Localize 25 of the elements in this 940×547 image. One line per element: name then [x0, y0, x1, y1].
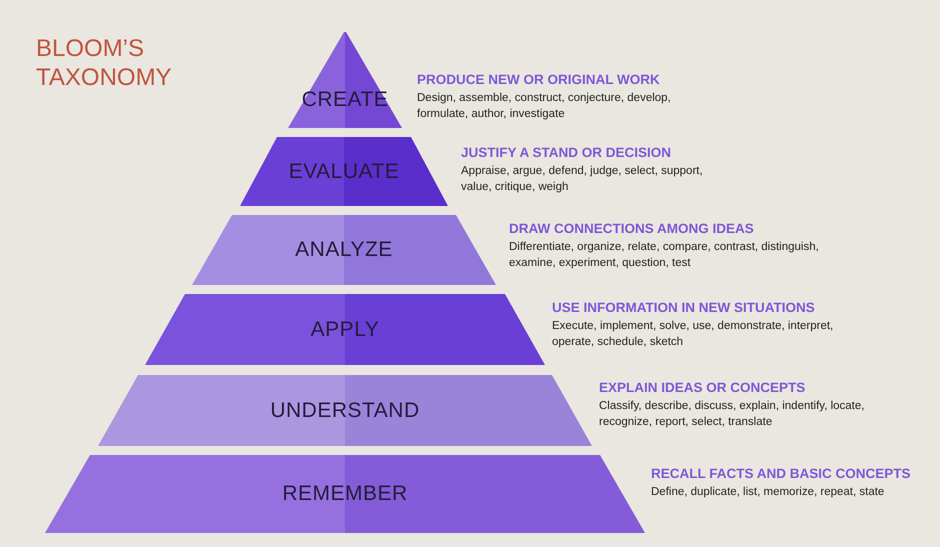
pyramid-tier	[192, 215, 496, 285]
pyramid-tier	[288, 32, 402, 128]
pyramid-tier	[240, 137, 448, 206]
tier-label: APPLY	[310, 318, 380, 342]
verb-list: Design, assemble, construct, conjecture, develop, formulate, author, investigate	[417, 90, 717, 122]
tier-label: REMEMBER	[281, 482, 409, 506]
tier-label: CREATE	[300, 88, 390, 112]
pyramid-tier	[98, 375, 592, 446]
verb-list: Appraise, argue, defend, judge, select, support, value, critique, weigh	[461, 163, 721, 195]
tier-heading: JUSTIFY A STAND OR DECISION	[461, 145, 672, 160]
title: BLOOM’S TAXONOMY	[36, 34, 173, 92]
pyramid-tier	[45, 455, 645, 533]
verb-list: Define, duplicate, list, memorize, repeat, state	[651, 484, 936, 500]
verb-list: Differentiate, organize, relate, compare, contrast, distinguish, examine, experiment, question, test	[509, 239, 819, 271]
tier-label: ANALYZE	[294, 238, 394, 262]
tier-heading: EXPLAIN IDEAS OR CONCEPTS	[599, 380, 806, 395]
tier-heading: USE INFORMATION IN NEW SITUATIONS	[552, 300, 816, 315]
verb-list: Classify, describe, discuss, explain, indentify, locate, recognize, report, select, translate	[599, 398, 899, 430]
tier-heading: RECALL FACTS AND BASIC CONCEPTS	[651, 466, 912, 481]
verb-list: Execute, implement, solve, use, demonstrate, interpret, operate, schedule, sketch	[552, 318, 852, 350]
tier-label: EVALUATE	[288, 160, 400, 184]
pyramid-tier	[145, 294, 545, 365]
tier-heading: DRAW CONNECTIONS AMONG IDEAS	[509, 221, 755, 236]
tier-label: UNDERSTAND	[269, 398, 421, 422]
tier-heading: PRODUCE NEW OR ORIGINAL WORK	[417, 72, 661, 87]
